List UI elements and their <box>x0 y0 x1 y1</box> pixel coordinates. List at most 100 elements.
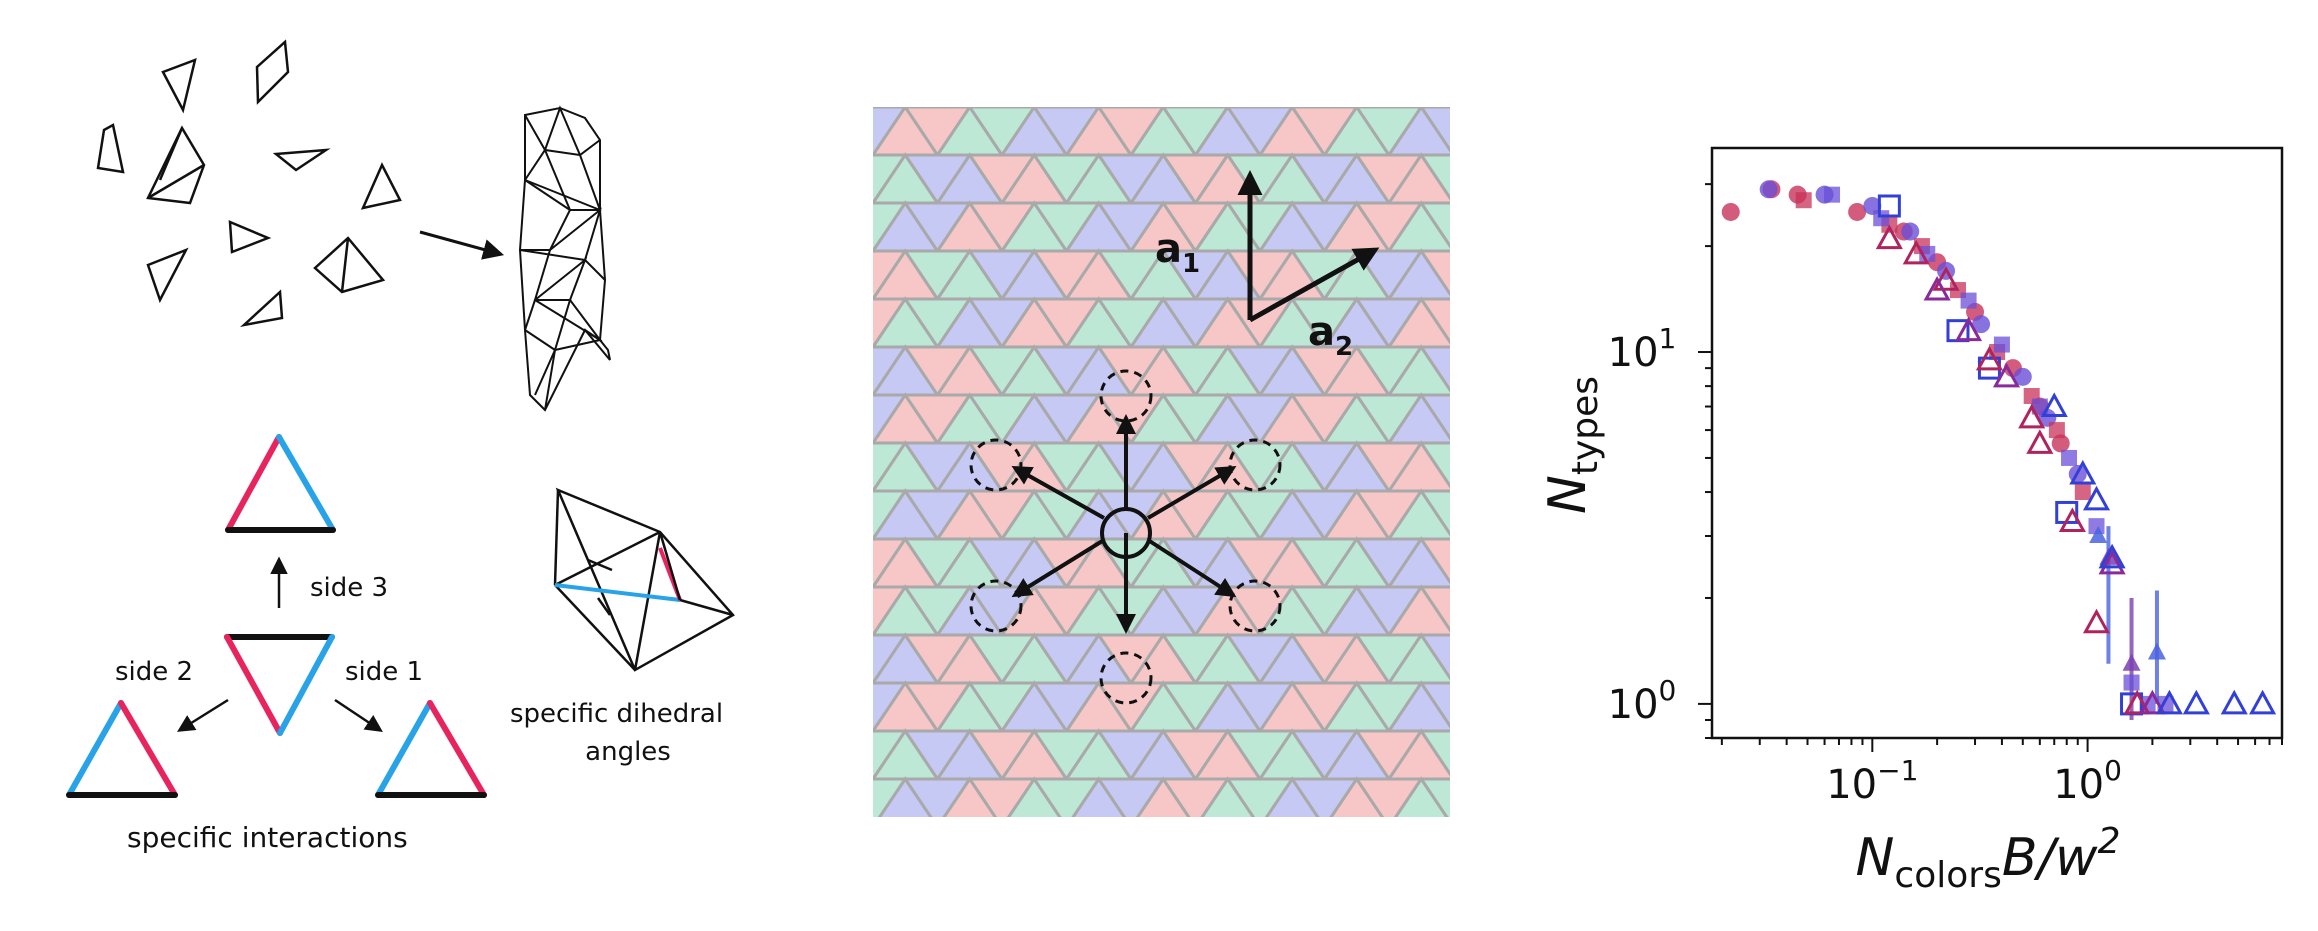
lattice-tile <box>1418 633 1450 681</box>
data-point <box>1972 315 1991 334</box>
lattice-tile <box>1418 441 1450 489</box>
data-point <box>2123 674 2140 691</box>
lattice-tile <box>1419 107 1450 153</box>
data-point <box>2058 507 2086 532</box>
data-point <box>1795 192 1812 209</box>
lattice-tile <box>1454 395 1519 443</box>
lattice-tile <box>1418 201 1450 249</box>
data-point <box>1875 224 1903 250</box>
lattice-tile <box>1486 299 1551 347</box>
lattice-tile <box>873 488 876 493</box>
dihedral-label-2: angles <box>585 737 671 767</box>
x-axis-label: NcolorsB/w2 <box>1856 821 2121 896</box>
side3-label: side 3 <box>310 573 388 603</box>
data-point <box>2249 689 2277 715</box>
data-point <box>1721 202 1740 221</box>
lattice-tile <box>873 200 876 205</box>
lattice-tile <box>1418 489 1450 537</box>
triangle-right <box>375 700 487 798</box>
lattice-tile <box>1454 107 1519 155</box>
data-point <box>2048 422 2065 439</box>
side2-arrow <box>177 698 229 732</box>
lattice-panel: a1 a2 <box>873 107 1551 827</box>
lattice-tile <box>873 392 876 397</box>
triangle-center <box>224 634 335 736</box>
lattice-tile <box>1454 155 1519 203</box>
lattice-tile <box>873 680 876 685</box>
lattice-tile <box>1486 779 1551 827</box>
data-point <box>1902 239 1930 265</box>
lattice-tile <box>1454 347 1519 395</box>
data-point <box>2088 518 2105 535</box>
lattice-tile <box>1418 777 1450 817</box>
interactions-label: specific interactions <box>127 821 408 854</box>
center-site <box>1100 507 1152 559</box>
y-axis-label: Ntypes <box>1538 376 1606 514</box>
lattice-tile <box>1418 729 1450 777</box>
lattice-vectors <box>1237 170 1380 323</box>
side1-arrow <box>334 698 383 732</box>
lattice-tile <box>1454 443 1519 491</box>
vector-a2 <box>1248 247 1380 323</box>
lattice-tile <box>873 584 876 589</box>
data-point <box>2082 608 2111 634</box>
data-point <box>2061 449 2078 466</box>
lattice-tile <box>1418 153 1450 201</box>
data-point <box>1992 362 2021 388</box>
plot-frame <box>1710 146 2284 740</box>
label-a1: a1 <box>1155 226 1200 279</box>
assembly-arrow <box>419 230 505 260</box>
data-point <box>2182 689 2210 715</box>
lattice-tile <box>1454 299 1519 347</box>
data-point <box>1932 266 1960 291</box>
assembly-panel: side 3 side 2 side 1 specific interactio… <box>66 39 735 854</box>
data-point <box>2069 459 2097 485</box>
lattice-tile <box>1454 539 1519 587</box>
side2-label: side 2 <box>115 657 193 687</box>
lattice-tile <box>1486 683 1551 731</box>
data-point <box>1955 316 1983 342</box>
data-point <box>1824 186 1841 203</box>
data-point <box>2147 642 2166 660</box>
lattice-tile <box>1418 681 1450 729</box>
data-point <box>2089 526 2108 544</box>
neighbor-arrows <box>1011 414 1237 634</box>
data-point <box>2155 689 2183 715</box>
data-point <box>2051 434 2070 453</box>
data-point <box>1848 202 1867 221</box>
lattice-tile <box>1418 393 1450 441</box>
lattice-tile <box>1418 297 1450 345</box>
data-point <box>2013 367 2032 386</box>
lattice-tile <box>1418 345 1450 393</box>
lattice-tile <box>1418 585 1450 633</box>
data-point <box>2098 543 2126 569</box>
data-point <box>2040 392 2068 418</box>
data-point <box>2082 485 2111 511</box>
lattice-tile <box>1486 203 1551 251</box>
chart-points <box>1721 180 2277 716</box>
lattice-tile <box>1454 635 1519 683</box>
lattice-tile <box>1418 537 1450 585</box>
data-point <box>1873 210 1890 227</box>
triangle-left <box>66 700 178 798</box>
lattice-tile <box>1486 587 1551 635</box>
triangle-top <box>225 434 336 533</box>
data-point <box>1960 292 1977 309</box>
lattice-tile <box>1454 731 1519 779</box>
data-point <box>2098 549 2126 575</box>
lattice-tile <box>1454 683 1519 731</box>
data-point <box>1901 222 1920 241</box>
lattice-tile <box>1454 779 1519 827</box>
lattice-tile <box>1454 587 1519 635</box>
side1-label: side 1 <box>345 657 423 687</box>
dihedral-tetrahedron <box>553 487 735 672</box>
data-point <box>1759 180 1778 199</box>
lattice-tile <box>1418 249 1450 297</box>
data-point <box>2220 689 2248 715</box>
y-tick-label: 100 <box>1608 674 1677 728</box>
data-point <box>2031 398 2048 415</box>
y-tick-label: 101 <box>1608 322 1677 376</box>
label-a2: a2 <box>1308 309 1353 362</box>
